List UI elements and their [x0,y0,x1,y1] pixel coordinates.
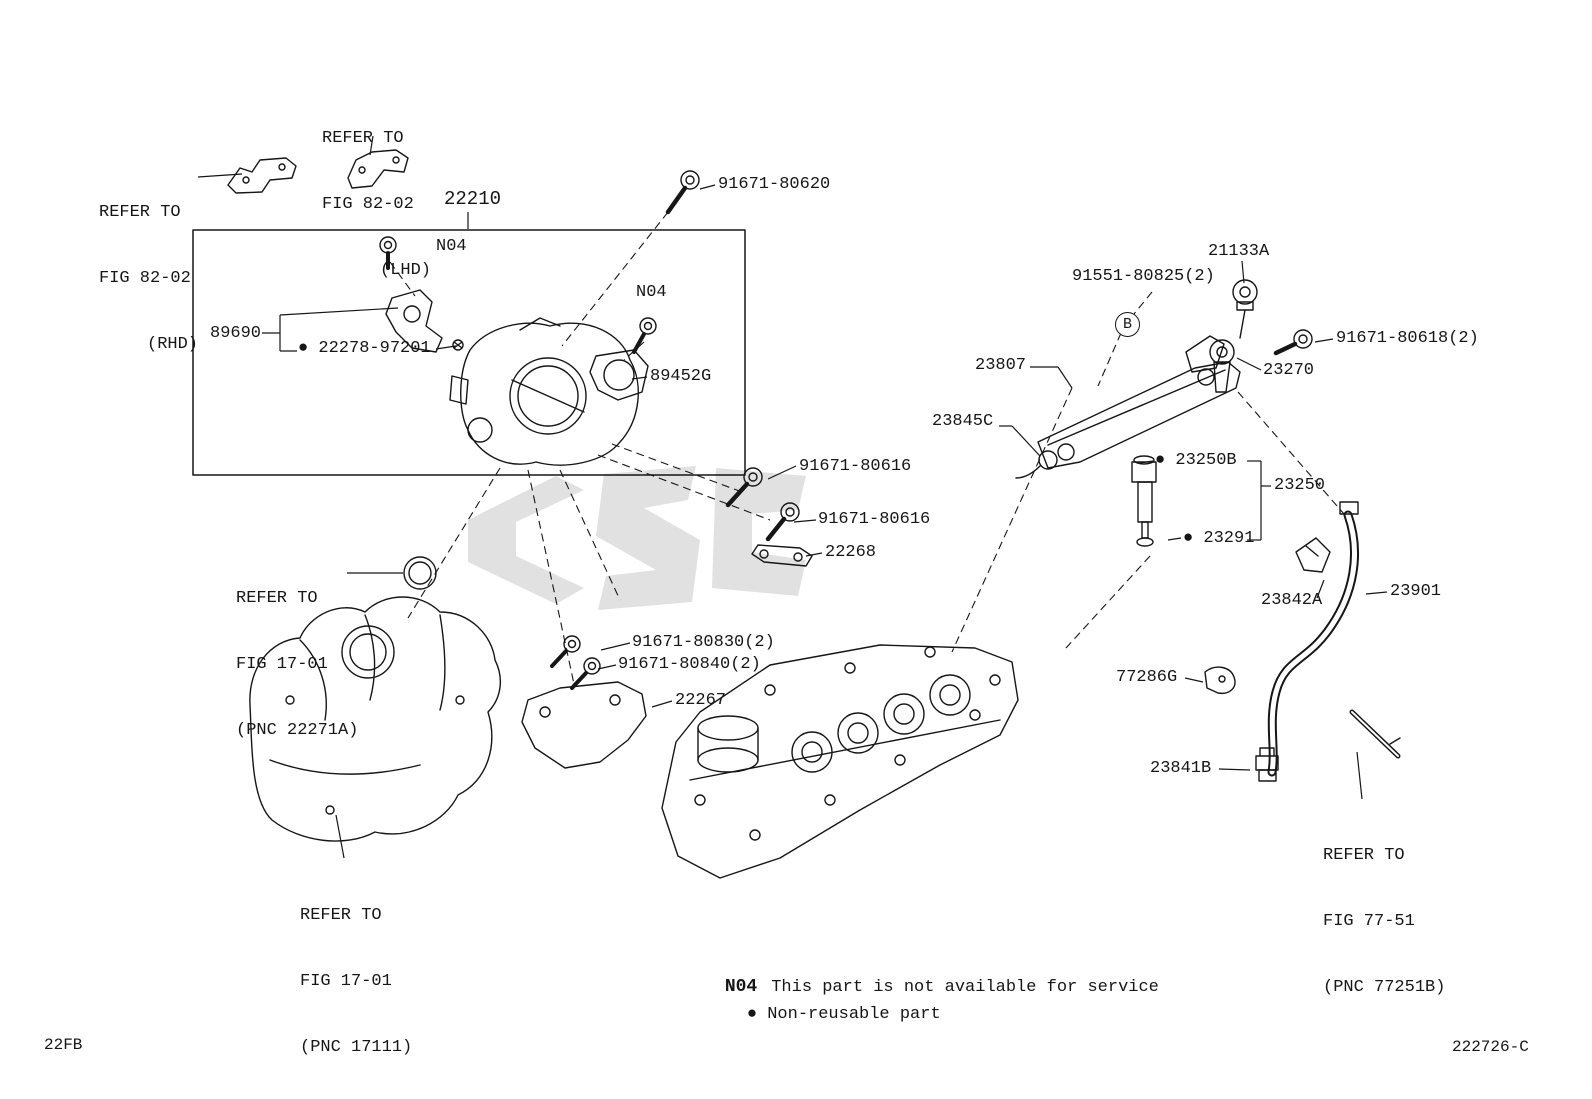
part-label-23901[interactable]: 23901 [1390,582,1442,601]
refer-note-line: (PNC 77251B) [1323,978,1446,997]
legend-n04: N04 This part is not available for servic… [684,958,1159,1016]
bolt-91671-80830-drawing [550,635,581,668]
throttle-body-drawing [449,317,639,466]
damper-21133a-drawing [1232,279,1258,339]
legend-non-reusable: ● Non-reusable part [706,986,941,1043]
part-label-21133a[interactable]: 21133A [1208,242,1270,261]
legend-n04-text: This part is not available for service [771,978,1159,997]
part-label-23250[interactable]: 23250 [1274,476,1326,495]
refer-note-line: FIG 82-02 [99,269,191,288]
hose-23901-drawing [1267,501,1401,777]
part-label-89452g[interactable]: 89452G [650,367,712,386]
refer-note-line: FIG 17-01 [300,972,392,991]
head-cover-drawing [661,644,1019,879]
refer-note-line: REFER TO [300,906,382,925]
legend-n04-code: N04 [724,977,758,997]
bolt-91671-80618-drawing [1273,329,1313,356]
page-code-left: 22FB [44,1036,83,1054]
part-label-23250b[interactable]: ● 23250B [1155,451,1237,470]
o-ring-22271a-drawing [403,556,437,590]
intake-manifold-drawing [249,596,502,842]
leader-lines [197,135,1388,859]
refer-note-line: (PNC 22271A) [236,721,359,740]
part-label-23845c[interactable]: 23845C [932,412,994,431]
part-label-23842a[interactable]: 23842A [1261,591,1323,610]
screw-22278-97201-drawing [452,339,464,351]
part-label-22278-97201[interactable]: ● 22278-97201 [298,339,431,358]
refer-note-line: FIG 82-02 [322,195,414,214]
part-label-91671-80830[interactable]: 91671-80830(2) [632,633,775,652]
part-label-91671-80840[interactable]: 91671-80840(2) [618,655,761,674]
bracket-lhd-drawing [347,149,409,189]
refer-note-fig1701-17111[interactable]: REFER TO FIG 17-01 (PNC 17111) [300,861,412,1099]
watermark-logo [468,466,806,610]
bolt-91671-80616-lower-drawing [765,502,800,542]
fuel-rail-drawing [1015,335,1241,479]
part-label-22267[interactable]: 22267 [675,691,727,710]
link-22268-drawing [751,544,813,567]
bolt-91671-80616-upper-drawing [725,467,763,508]
callout-n04-2: N04 [636,283,667,302]
part-label-23270[interactable]: 23270 [1263,361,1315,380]
part-label-89690[interactable]: 89690 [210,324,262,343]
refer-note-fig1701-22271a[interactable]: REFER TO FIG 17-01 (PNC 22271A) [236,544,358,786]
assembly-dashed-lines [389,201,1345,685]
part-label-23807[interactable]: 23807 [975,356,1027,375]
bullet-icon: ● [746,1005,758,1024]
refer-note-line: REFER TO [322,129,404,148]
clamp-77286g-drawing [1204,666,1236,695]
figure-number: 222726-C [1452,1038,1529,1056]
bolt-91671-80840-drawing [570,657,601,690]
refer-note-line: REFER TO [236,589,318,608]
refer-note-fig8202-lhd[interactable]: REFER TO FIG 82-02 (LHD) [322,84,431,326]
part-label-23841b[interactable]: 23841B [1150,759,1212,778]
gasket-89452g-drawing [589,349,649,401]
callout-n04-1: N04 [436,237,467,256]
refer-note-line: REFER TO [1323,846,1405,865]
refer-note-line: REFER TO [99,203,181,222]
bolt-n04-center-drawing [632,317,657,354]
connector-23842a-drawing [1295,537,1331,573]
refer-note-line: (RHD) [147,335,199,354]
part-label-91671-80618[interactable]: 91671-80618(2) [1336,329,1479,348]
refer-note-line: FIG 17-01 [236,655,328,674]
part-label-23291[interactable]: ● 23291 [1183,529,1255,548]
refer-note-fig8202-rhd[interactable]: REFER TO FIG 82-02 (RHD) [99,158,198,400]
part-label-91671-80616-2[interactable]: 91671-80616 [818,510,931,529]
part-label-22210[interactable]: 22210 [444,188,502,210]
part-label-22268[interactable]: 22268 [825,543,877,562]
bracket-rhd-drawing [227,157,297,194]
regulator-23270-drawing [1209,339,1235,393]
bolt-n04-top-drawing [379,236,397,270]
part-label-91671-80616-1[interactable]: 91671-80616 [799,457,912,476]
refer-note-line: (LHD) [380,261,432,280]
connector-23841b-drawing [1255,747,1279,782]
refer-note-line: (PNC 17111) [300,1038,413,1057]
throttle-body-box [192,229,746,476]
refer-note-line: FIG 77-51 [1323,912,1415,931]
bracket-22267-drawing [521,681,647,769]
callout-b-circle: B [1115,312,1140,337]
injector-23250-drawing [1131,455,1157,547]
legend-bullet-text: Non-reusable part [767,1005,941,1024]
part-label-91551-80825[interactable]: 91551-80825(2) [1072,267,1215,286]
sensor-89690-drawing [385,289,443,353]
refer-note-fig7751[interactable]: REFER TO FIG 77-51 (PNC 77251B) [1323,801,1445,1043]
part-label-91671-80620[interactable]: 91671-80620 [718,175,831,194]
bolt-91671-80620-drawing [665,170,700,215]
part-label-77286g[interactable]: 77286G [1116,668,1178,687]
